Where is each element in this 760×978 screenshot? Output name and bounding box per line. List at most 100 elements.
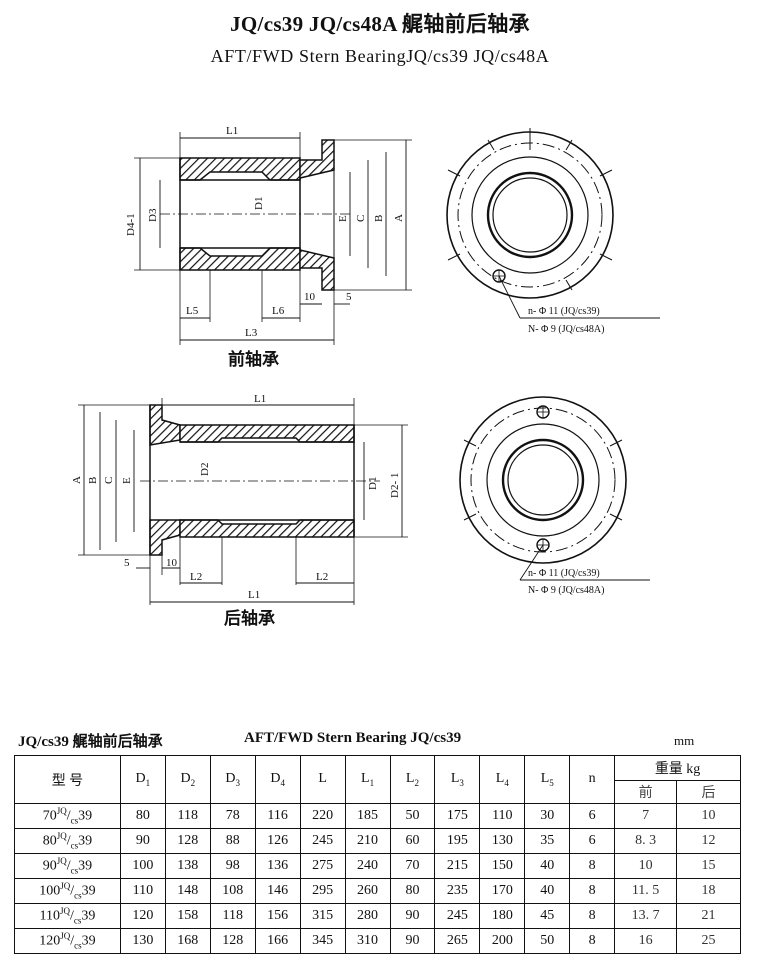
value-cell: 118 xyxy=(209,903,256,929)
value-cell: 98 xyxy=(209,853,256,879)
col-header: L1 xyxy=(344,755,391,804)
front-bearing-caption: 前轴承 xyxy=(228,350,279,369)
rear-hole-notes: n- Φ 11 (JQ/cs39) N- Φ 9 (JQ/cs48A) xyxy=(528,568,604,596)
col-header: D1 xyxy=(119,755,166,804)
rear-hole-note-2: N- Φ 9 (JQ/cs48A) xyxy=(528,585,604,596)
col-header: L4 xyxy=(479,755,526,804)
value-cell: 146 xyxy=(254,878,301,904)
value-cell: 120 xyxy=(119,903,166,929)
rear-label-l2-left: L2 xyxy=(190,571,202,583)
spec-table: 型 号 D1 D2 D3 D4 L L1 L2 L3 L4 L5 n 重量 kg… xyxy=(14,755,741,954)
value-cell: 8 xyxy=(569,928,616,954)
value-cell: 245 xyxy=(299,828,346,854)
col-header: L xyxy=(299,755,346,804)
col-header: L5 xyxy=(524,755,571,804)
front-hole-note-1: n- Φ 11 (JQ/cs39) xyxy=(528,306,600,317)
front-bearing-section xyxy=(134,132,412,345)
front-hole-notes: n- Φ 11 (JQ/cs39) N- Φ 9 (JQ/cs48A) xyxy=(528,306,604,335)
col-header: D2 xyxy=(164,755,211,804)
col-header: D4 xyxy=(254,755,301,804)
col-header: L2 xyxy=(389,755,436,804)
value-cell: 170 xyxy=(479,878,526,904)
value-cell: 166 xyxy=(254,928,301,954)
weight-rear-cell: 12 xyxy=(676,828,741,854)
value-cell: 128 xyxy=(209,928,256,954)
value-cell: 90 xyxy=(389,928,436,954)
value-cell: 345 xyxy=(299,928,346,954)
value-cell: 280 xyxy=(344,903,391,929)
value-cell: 260 xyxy=(344,878,391,904)
table-unit: mm xyxy=(674,733,695,748)
value-cell: 60 xyxy=(389,828,436,854)
value-cell: 180 xyxy=(479,903,526,929)
rear-label-a: A xyxy=(71,476,83,484)
table-title-en: AFT/FWD Stern Bearing JQ/cs39 xyxy=(244,730,462,746)
rear-label-l1: L1 xyxy=(254,393,266,405)
value-cell: 245 xyxy=(434,903,481,929)
value-cell: 78 xyxy=(209,803,256,829)
front-label-c: C xyxy=(355,215,367,222)
front-bearing-end-view xyxy=(446,128,660,319)
weight-rear-cell: 25 xyxy=(676,928,741,954)
value-cell: 130 xyxy=(119,928,166,954)
value-cell: 8 xyxy=(569,903,616,929)
value-cell: 100 xyxy=(119,853,166,879)
value-cell: 80 xyxy=(119,803,166,829)
model-cell: 110JQ/cs39 xyxy=(14,903,121,929)
weight-rear-cell: 10 xyxy=(676,803,741,829)
value-cell: 90 xyxy=(389,903,436,929)
value-cell: 50 xyxy=(524,928,571,954)
value-cell: 118 xyxy=(164,803,211,829)
value-cell: 150 xyxy=(479,853,526,879)
rear-label-l1-bottom: L1 xyxy=(248,589,260,601)
value-cell: 90 xyxy=(119,828,166,854)
value-cell: 265 xyxy=(434,928,481,954)
front-dimension-labels: L1 D4-1 D3 D1 E C B A L5 L6 L3 10 5 xyxy=(125,125,405,339)
value-cell: 80 xyxy=(389,878,436,904)
value-cell: 275 xyxy=(299,853,346,879)
front-label-l5: L5 xyxy=(186,305,199,317)
front-label-5: 5 xyxy=(346,291,352,303)
value-cell: 30 xyxy=(524,803,571,829)
rear-dimension-labels: L1 A B C E D2 D1 D2- 1 5 10 L2 L2 L1 xyxy=(71,393,401,601)
front-label-d1: D1 xyxy=(253,197,265,210)
table-heading: JQ/cs39 艉轴前后轴承 AFT/FWD Stern Bearing JQ/… xyxy=(18,730,748,752)
value-cell: 108 xyxy=(209,878,256,904)
value-cell: 315 xyxy=(299,903,346,929)
value-cell: 8 xyxy=(569,853,616,879)
value-cell: 88 xyxy=(209,828,256,854)
col-header: L3 xyxy=(434,755,481,804)
rear-label-d2: D2 xyxy=(199,463,211,476)
value-cell: 200 xyxy=(479,928,526,954)
value-cell: 40 xyxy=(524,853,571,879)
weight-front-cell: 11. 5 xyxy=(614,878,678,904)
technical-drawing: L1 D4-1 D3 D1 E C B A L5 L6 L3 10 5 n- Φ… xyxy=(71,125,660,605)
weight-header: 重量 kg xyxy=(614,755,741,781)
weight-front-header: 前 xyxy=(614,780,678,804)
rear-bearing-section xyxy=(78,398,408,605)
weight-rear-cell: 21 xyxy=(676,903,741,929)
weight-front-cell: 13. 7 xyxy=(614,903,678,929)
value-cell: 156 xyxy=(254,903,301,929)
value-cell: 70 xyxy=(389,853,436,879)
value-cell: 110 xyxy=(479,803,526,829)
value-cell: 6 xyxy=(569,803,616,829)
value-cell: 148 xyxy=(164,878,211,904)
page-subtitle: AFT/FWD Stern BearingJQ/cs39 JQ/cs48A xyxy=(210,46,550,66)
weight-rear-cell: 18 xyxy=(676,878,741,904)
value-cell: 45 xyxy=(524,903,571,929)
weight-front-cell: 10 xyxy=(614,853,678,879)
model-cell: 80JQ/cs39 xyxy=(14,828,121,854)
value-cell: 168 xyxy=(164,928,211,954)
model-cell: 120JQ/cs39 xyxy=(14,928,121,954)
value-cell: 295 xyxy=(299,878,346,904)
rear-label-d2-1: D2- 1 xyxy=(389,473,401,498)
value-cell: 235 xyxy=(434,878,481,904)
rear-label-d1: D1 xyxy=(367,477,379,490)
weight-rear-cell: 15 xyxy=(676,853,741,879)
